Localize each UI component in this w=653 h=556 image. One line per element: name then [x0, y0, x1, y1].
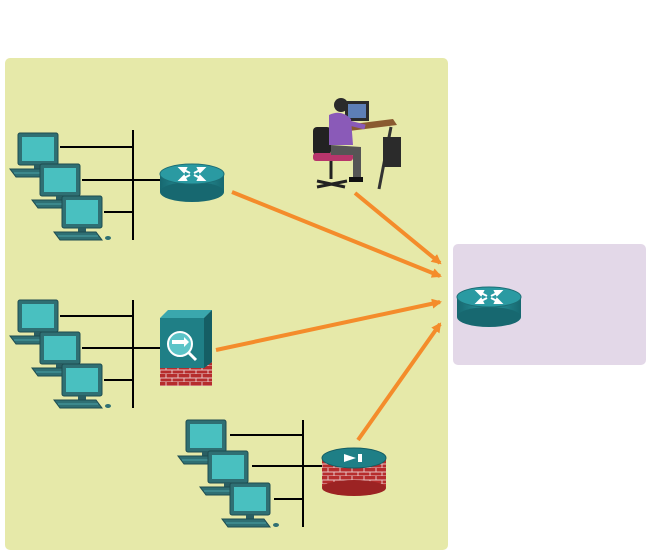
arrow-vpn-firewall-to-hub: [356, 322, 442, 442]
lan-b-pc-group: [9, 299, 160, 409]
vpn-firewall-icon: [321, 447, 387, 496]
arrow-teleworker-to-hub: [353, 191, 442, 265]
lan-c-pc-group: [177, 419, 325, 528]
router-icon: [456, 286, 522, 327]
lan-a-pc-group: [9, 130, 160, 241]
connection-arrows: [215, 190, 442, 442]
router-icon: [159, 163, 225, 202]
firewall-icon: [160, 310, 212, 386]
teleworker-workstation-icon: [313, 98, 401, 190]
arrow-firewall-to-hub: [215, 298, 442, 352]
arrow-router-to-hub: [231, 190, 442, 278]
hub-panel: [453, 244, 646, 365]
